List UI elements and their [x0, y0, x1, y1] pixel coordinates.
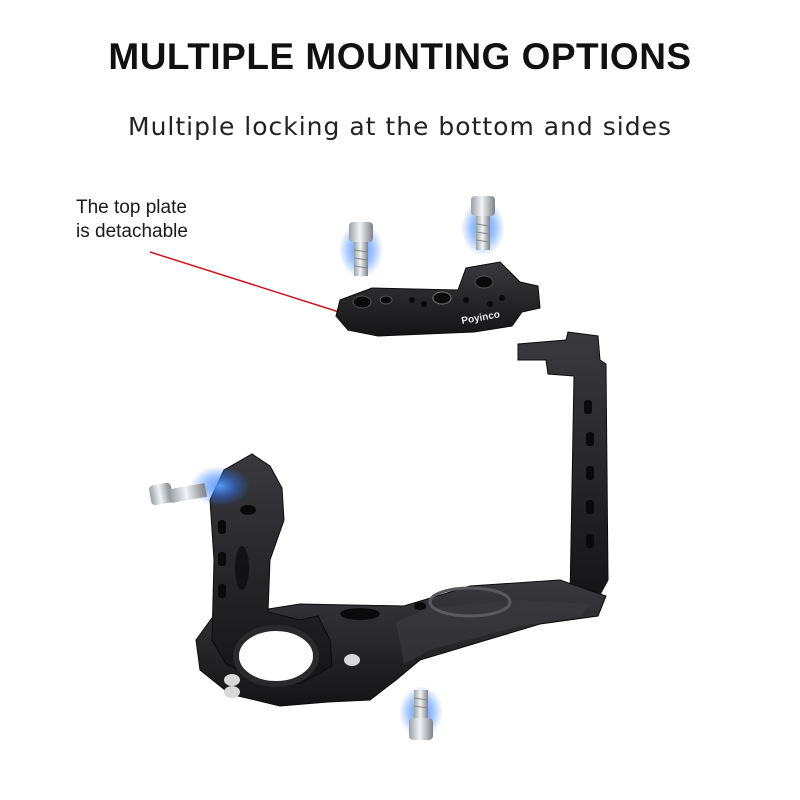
page-title: MULTIPLE MOUNTING OPTIONS	[108, 36, 692, 77]
callout-line-1: The top plate	[76, 197, 187, 218]
screw-icon	[461, 196, 505, 256]
callout-line-2: is detachable	[76, 221, 188, 242]
top-plate-icon: Poyinco	[335, 261, 541, 337]
page-subtitle: Multiple locking at the bottom and sides	[128, 112, 672, 141]
screw-icon	[399, 686, 443, 740]
screw-icon	[339, 222, 383, 278]
detachable-callout: The top plate is detachable	[76, 196, 188, 244]
screw-icon	[149, 466, 250, 506]
pointer-line	[149, 251, 359, 319]
camera-cage-icon	[195, 331, 609, 707]
